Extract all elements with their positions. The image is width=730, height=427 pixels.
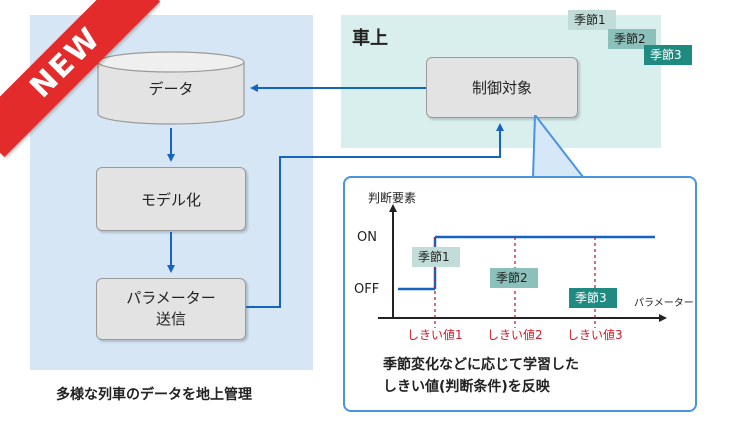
season-tag-2: 季節2: [608, 29, 656, 49]
inset-season-tag-1: 季節1: [412, 247, 460, 267]
parameter-label-line1: パラメーター: [126, 289, 216, 307]
y-axis-label: 判断要素: [368, 191, 417, 205]
control-target-box: 制御対象: [426, 57, 578, 118]
on-label: ON: [357, 230, 377, 245]
data-label: データ: [148, 80, 194, 98]
inset-season-tag-3: 季節3: [569, 288, 617, 308]
database-icon: [97, 51, 245, 125]
threshold-inset: [343, 176, 697, 412]
model-label: モデル化: [140, 190, 201, 209]
threshold-2-label: しきい値2: [487, 328, 543, 342]
season-tag-3: 季節3: [644, 45, 692, 65]
inset-caption-line2: しきい値(判断条件)を反映: [383, 379, 550, 395]
threshold-chart: [378, 204, 667, 328]
callout-pointer: [532, 115, 584, 179]
x-axis-label: パラメーター: [634, 298, 694, 309]
ground-caption: 多様な列車のデータを地上管理: [56, 387, 252, 403]
new-ribbon-label: NEW: [0, 0, 160, 158]
parameter-label-line2: 送信: [155, 310, 186, 328]
onboard-title: 車上: [352, 28, 388, 49]
model-box: モデル化: [96, 167, 246, 231]
inset-caption-line1: 季節変化などに応じて学習した: [383, 357, 579, 373]
new-ribbon: NEW: [0, 0, 160, 160]
off-label: OFF: [354, 282, 380, 297]
threshold-3-label: しきい値3: [567, 328, 623, 342]
threshold-1-label: しきい値1: [407, 328, 463, 342]
control-target-label: 制御対象: [471, 79, 532, 97]
season-tag-1: 季節1: [568, 10, 616, 30]
parameter-send-box: パラメーター 送信: [96, 278, 246, 340]
inset-season-tag-2: 季節2: [490, 268, 538, 288]
